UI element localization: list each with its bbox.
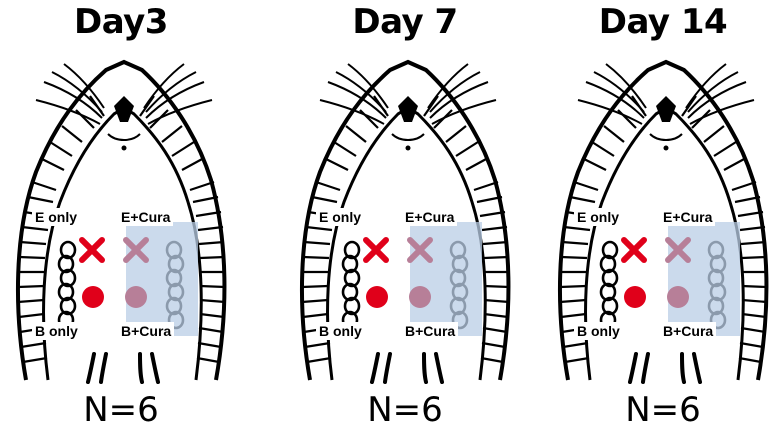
red-dot-marker [366,286,388,308]
label-e-cura: E+Cura [118,208,173,226]
label-e-only: E only [574,208,622,226]
sample-size-label: N=6 [6,390,236,430]
panel-title: Day3 [6,2,236,42]
panel-day14: Day 14 E only E+Cura B only B+Cura N=6 [548,0,778,435]
panel-day3: Day3 E only E+Cura B only B+Cura N=6 [6,0,236,435]
red-x-marker [82,240,102,260]
faded-dot-marker [667,286,689,308]
sample-size-label: N=6 [290,390,520,430]
red-dot-marker [624,286,646,308]
label-b-cura: B+Cura [660,322,716,340]
label-b-cura: B+Cura [118,322,174,340]
red-dot-marker [82,286,104,308]
red-x-marker [624,240,644,260]
panel-title: Day 7 [290,2,520,42]
label-b-cura: B+Cura [402,322,458,340]
cura-region [126,222,198,336]
red-x-marker [366,240,386,260]
sample-size-label: N=6 [548,390,778,430]
panel-title: Day 14 [548,2,778,42]
cura-region [410,222,482,336]
label-e-only: E only [316,208,364,226]
label-b-only: B only [32,322,81,340]
panel-day7: Day 7 E only E+Cura B only B+Cura N=6 [290,0,520,435]
label-b-only: B only [574,322,623,340]
label-e-cura: E+Cura [402,208,457,226]
label-e-only: E only [32,208,80,226]
faded-dot-marker [409,286,431,308]
cura-region [668,222,740,336]
faded-dot-marker [125,286,147,308]
label-b-only: B only [316,322,365,340]
label-e-cura: E+Cura [660,208,715,226]
